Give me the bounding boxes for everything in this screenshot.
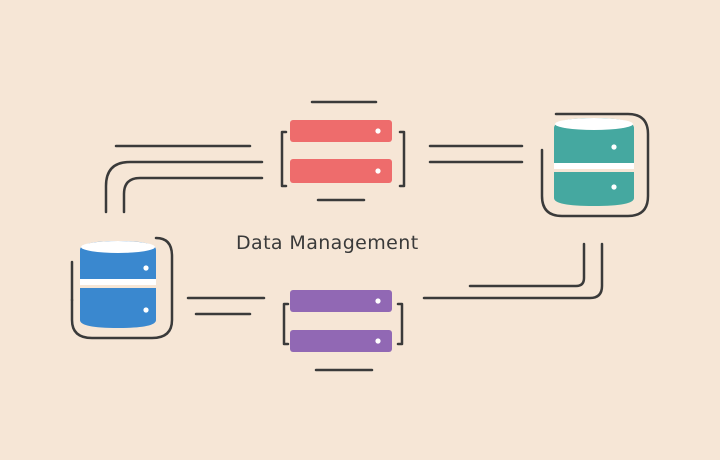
database-left: [70, 236, 174, 340]
server-bottom-bracket-left: [282, 302, 290, 346]
diagram-title: Data Management: [236, 232, 419, 254]
database-left-frame: [70, 236, 174, 340]
connectors: [104, 144, 604, 316]
database-right-lid: [555, 118, 633, 130]
server-bottom: [282, 290, 404, 372]
server-top-bracket-right: [398, 130, 406, 188]
connector-right-to-bottom: [468, 242, 586, 288]
connector-right-to-bottom-outer: [422, 242, 604, 300]
server-top-bracket-left: [280, 130, 288, 188]
server-top-unit-2: [290, 159, 392, 183]
database-left-body-bottom: [80, 288, 156, 328]
connector-left-to-top-outer: [104, 160, 264, 214]
server-top-unit-1: [290, 120, 392, 142]
database-right-body-bottom: [554, 172, 634, 206]
database-right-frame: [540, 112, 650, 218]
server-bottom-unit-1: [290, 290, 392, 312]
database-left-lid: [81, 241, 155, 253]
database-right-body-top: [554, 118, 634, 164]
server-top-led-1: [375, 128, 381, 134]
database-right-led-2: [611, 184, 617, 190]
server-bottom-led-1: [375, 298, 381, 304]
database-right-led-1: [611, 144, 617, 150]
server-bottom-unit-2: [290, 330, 392, 352]
server-top-led-2: [375, 168, 381, 174]
server-bottom-led-2: [375, 338, 381, 344]
server-bottom-bracket-right: [396, 302, 404, 346]
server-top: [280, 100, 406, 202]
database-left-led-1: [143, 265, 149, 271]
database-left-led-2: [143, 307, 149, 313]
database-left-band: [80, 279, 156, 285]
database-right-band: [554, 163, 634, 169]
database-right: [540, 112, 650, 218]
connector-left-to-top-inner: [122, 176, 264, 214]
